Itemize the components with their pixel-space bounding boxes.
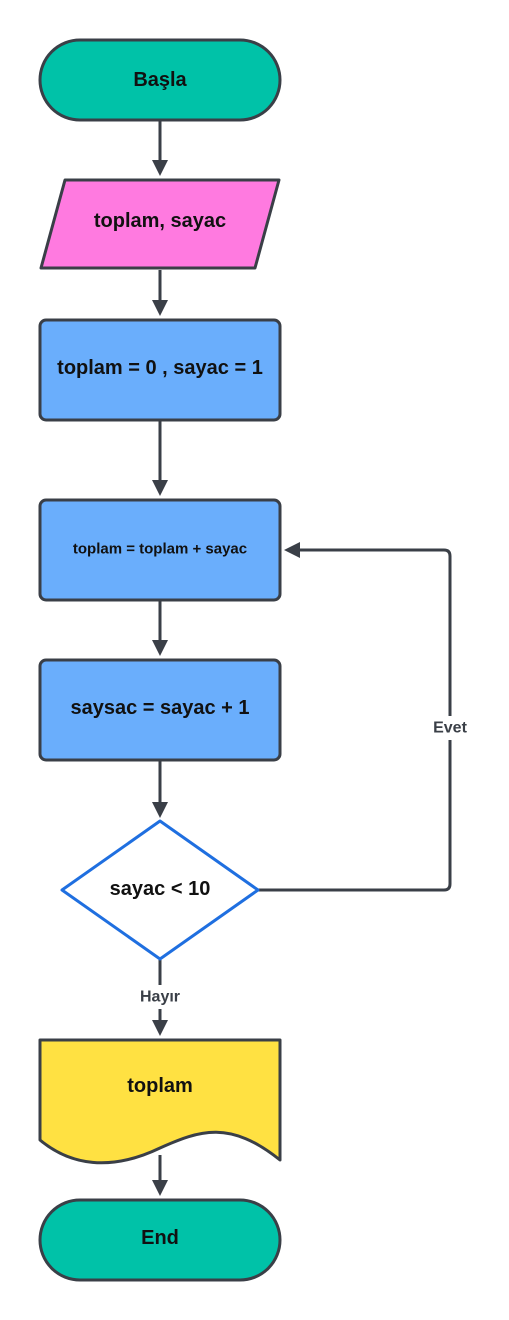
yes-label-bg — [424, 716, 476, 740]
arrowhead-accumulate-to-increment — [152, 640, 168, 656]
node-init: toplam = 0 , sayac = 1 — [38, 318, 282, 422]
arrowhead-input-to-init — [152, 300, 168, 316]
node-decision: sayac < 10 — [60, 819, 260, 961]
node-end: End — [38, 1198, 282, 1282]
arrowhead-decision-no — [152, 1020, 168, 1036]
node-output: toplam — [38, 1038, 282, 1165]
init-process-shape — [38, 318, 282, 422]
edges: Evet Hayır — [132, 120, 476, 1196]
increment-label: saysac = sayac + 1 — [70, 697, 249, 719]
init-label: toplam = 0 , sayac = 1 — [57, 357, 263, 379]
node-accumulate: toplam = toplam + sayac — [38, 498, 282, 602]
arrowhead-increment-to-decision — [152, 802, 168, 818]
arrowhead-init-to-accumulate — [152, 480, 168, 496]
input-label: toplam, sayac — [94, 210, 226, 232]
edge-decision-yes-loop — [258, 548, 452, 892]
start-label: Başla — [133, 69, 187, 91]
edge-label-no: Hayır — [140, 989, 180, 1006]
accumulate-label: toplam = toplam + sayac — [73, 541, 247, 558]
node-input: toplam, sayac — [39, 178, 281, 270]
no-label-bg — [132, 985, 188, 1009]
end-terminator-shape — [38, 1198, 282, 1282]
accumulate-process-shape — [38, 498, 282, 602]
input-parallelogram-shape — [39, 178, 281, 270]
arrowhead-start-to-input — [152, 160, 168, 176]
arrowhead-decision-yes-loop — [284, 542, 300, 558]
start-terminator-shape — [38, 38, 282, 122]
node-increment: saysac = sayac + 1 — [38, 658, 282, 762]
decision-diamond-shape — [60, 819, 260, 961]
output-label: toplam — [127, 1075, 193, 1097]
end-label: End — [141, 1227, 179, 1249]
node-start: Başla — [38, 38, 282, 122]
increment-process-shape — [38, 658, 282, 762]
output-document-shape — [38, 1038, 282, 1165]
decision-label: sayac < 10 — [110, 878, 211, 900]
arrowhead-output-to-end — [152, 1180, 168, 1196]
edge-label-yes: Evet — [433, 720, 467, 737]
